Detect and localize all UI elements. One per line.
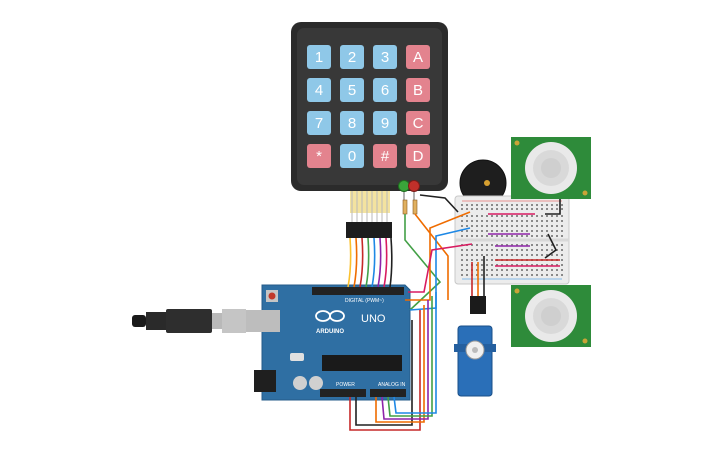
led-green[interactable] bbox=[398, 180, 410, 201]
keypad-key-label: C bbox=[413, 115, 424, 132]
keypad-key-label: 6 bbox=[381, 82, 389, 99]
keypad-key[interactable] bbox=[340, 78, 364, 102]
atmega-chip bbox=[322, 355, 402, 371]
arduino-power-jack bbox=[254, 370, 276, 392]
keypad-key[interactable] bbox=[406, 78, 430, 102]
keypad-key-label: * bbox=[316, 148, 322, 165]
arduino-brand-text: ARDUINO bbox=[316, 329, 344, 335]
keypad[interactable]: 1 2 3 A 4 5 6 B 7 8 9 C * 0 # D bbox=[291, 22, 448, 191]
keypad-key[interactable] bbox=[373, 144, 397, 168]
servo[interactable] bbox=[454, 296, 496, 397]
analog-header bbox=[370, 389, 406, 397]
keypad-key[interactable] bbox=[340, 45, 364, 69]
keypad-key[interactable] bbox=[373, 78, 397, 102]
keypad-key-label: 1 bbox=[315, 49, 323, 66]
digital-label: DIGITAL (PWM~) bbox=[345, 298, 384, 304]
keypad-key-label: 0 bbox=[348, 148, 356, 165]
keypad-key[interactable] bbox=[307, 144, 331, 168]
digital-header bbox=[312, 287, 404, 295]
keypad-key[interactable] bbox=[307, 111, 331, 135]
keypad-key-label: D bbox=[413, 148, 424, 165]
arduino-uno[interactable]: ARDUINO UNO DIGITAL (PWM~) POWER ANALOG … bbox=[246, 284, 411, 401]
pir-sensor-top[interactable] bbox=[511, 137, 591, 199]
keypad-key-label: # bbox=[381, 148, 390, 165]
keypad-key-label: 2 bbox=[348, 49, 356, 66]
keypad-key[interactable] bbox=[406, 45, 430, 69]
arduino-logo bbox=[315, 310, 345, 322]
keypad-key[interactable] bbox=[406, 111, 430, 135]
keypad-key-label: 8 bbox=[348, 115, 356, 132]
keypad-key[interactable] bbox=[307, 45, 331, 69]
keypad-key[interactable] bbox=[340, 111, 364, 135]
resistors bbox=[402, 199, 418, 215]
wires bbox=[347, 194, 561, 431]
arduino-board-label: UNO bbox=[361, 313, 386, 325]
keypad-key[interactable] bbox=[340, 144, 364, 168]
keypad-keys: 1 2 3 A 4 5 6 B 7 8 9 C * 0 # D bbox=[307, 45, 430, 168]
keypad-key-label: 9 bbox=[381, 115, 389, 132]
keypad-key-label: 4 bbox=[315, 82, 323, 99]
analog-label: ANALOG IN bbox=[378, 382, 406, 388]
keypad-key-label: 5 bbox=[348, 82, 356, 99]
keypad-key-label: 3 bbox=[381, 49, 389, 66]
power-header bbox=[320, 389, 366, 397]
power-label: POWER bbox=[336, 382, 355, 388]
servo-connector bbox=[470, 296, 486, 314]
keypad-key[interactable] bbox=[373, 45, 397, 69]
keypad-ribbon bbox=[346, 191, 392, 238]
pir-sensor-bottom[interactable] bbox=[511, 285, 591, 347]
keypad-key[interactable] bbox=[373, 111, 397, 135]
keypad-key-label: B bbox=[413, 82, 423, 99]
keypad-key-label: A bbox=[413, 49, 423, 66]
led-red[interactable] bbox=[408, 180, 420, 201]
usb-cable bbox=[132, 309, 280, 333]
keypad-key[interactable] bbox=[307, 78, 331, 102]
keypad-bezel bbox=[297, 28, 442, 185]
arduino-usb-port bbox=[246, 310, 280, 332]
keypad-key-label: 7 bbox=[315, 115, 323, 132]
keypad-key[interactable] bbox=[406, 144, 430, 168]
keypad-connector bbox=[346, 222, 392, 238]
